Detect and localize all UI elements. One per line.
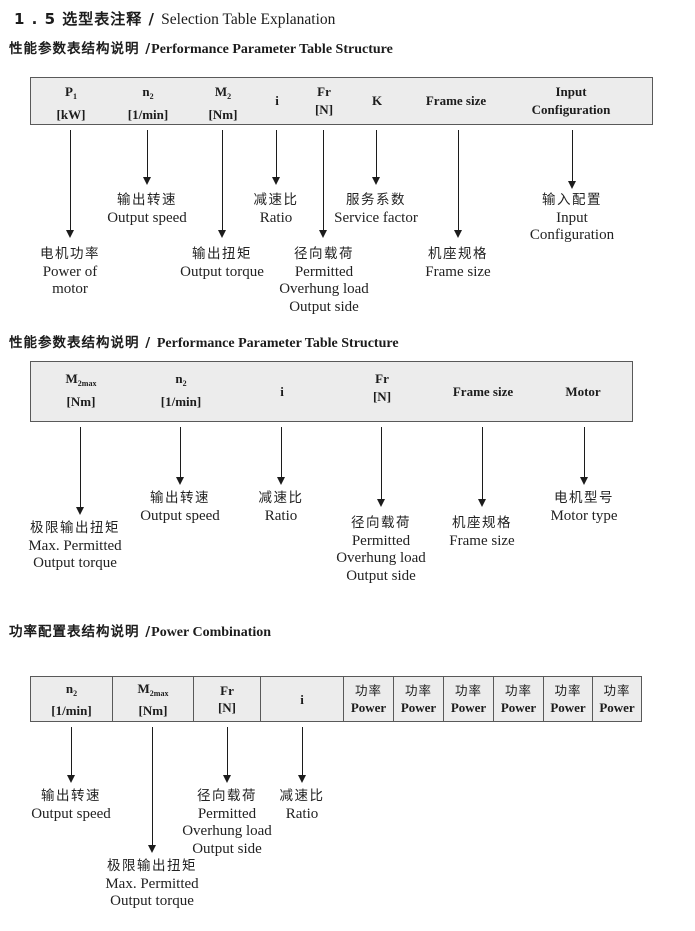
callout-max-permitted-output-torque: 极限输出扭矩 Max. Permitted Output torque — [28, 520, 122, 571]
callout-output-torque: 输出扭矩 Output torque — [180, 246, 264, 280]
table2-col-motor: Motor — [565, 383, 601, 399]
section2-heading-zh: 性能参数表结构说明 / — [9, 335, 157, 351]
header-p1: P — [65, 84, 73, 99]
table1-col-i: i — [275, 93, 279, 108]
callout-service-factor: 服务系数 Service factor — [334, 192, 418, 226]
table3-col-n2: n2 [1/min] — [31, 677, 113, 721]
header-m2: M — [214, 84, 228, 99]
header-m2-unit: [Nm] — [208, 107, 238, 122]
callout-output-speed: 输出转速 Output speed — [140, 490, 220, 524]
header-m2max: M — [65, 371, 78, 386]
arrow-i-icon — [277, 427, 285, 485]
performance-table-1: P1 [kW] n2 [1/min] M2 [Nm] i Fr [N] K Fr… — [30, 77, 653, 125]
section1-heading: 性能参数表结构说明 /Performance Parameter Table S… — [9, 37, 393, 58]
arrow-input-configuration-icon — [568, 130, 576, 189]
table3-col-fr: Fr [N] — [194, 677, 261, 721]
table1-col-m2: M2 [Nm] — [208, 84, 238, 122]
arrow-frame-size-icon — [454, 130, 462, 238]
callout-ratio: 减速比 Ratio — [258, 490, 304, 524]
callout-output-speed: 输出转速 Output speed — [31, 788, 111, 822]
table3-col-power-2: 功率 Power — [394, 677, 444, 721]
table2-col-i: i — [280, 383, 284, 399]
header-fr: Fr — [317, 84, 331, 99]
callout-overhung-load: 径向载荷 Permitted Overhung load Output side — [182, 788, 272, 857]
arrow-fr-icon — [223, 727, 231, 783]
arrow-n2-icon — [176, 427, 184, 485]
page-title-en: Selection Table Explanation — [161, 11, 336, 28]
arrow-fr-icon — [319, 130, 327, 238]
arrow-i-icon — [272, 130, 280, 185]
table3-col-power-6: 功率 Power — [599, 683, 635, 715]
header-m2max-unit: [Nm] — [66, 394, 96, 409]
arrow-frame-size-icon — [478, 427, 486, 507]
arrow-k-icon — [372, 130, 380, 185]
callout-power-of-motor: 电机功率 Power of motor — [40, 246, 100, 297]
section3-heading: 功率配置表结构说明 /Power Combination — [9, 620, 271, 641]
callout-input-configuration: 输入配置 Input Configuration — [529, 192, 615, 243]
table2-col-m2max: M2max [Nm] — [65, 371, 97, 409]
section3-heading-en: Power Combination — [151, 625, 272, 640]
table1-col-frame-size: Frame size — [425, 93, 487, 108]
table3-col-power-5: 功率 Power — [544, 677, 593, 721]
section2-heading: 性能参数表结构说明 / Performance Parameter Table … — [9, 331, 399, 352]
arrow-m2max-icon — [76, 427, 84, 515]
header-n2-unit: [1/min] — [127, 107, 169, 122]
arrow-p1-icon — [66, 130, 74, 238]
section3-heading-zh: 功率配置表结构说明 / — [9, 624, 152, 640]
arrow-i-icon — [298, 727, 306, 783]
arrow-n2-icon — [143, 130, 151, 185]
section2-heading-en: Performance Parameter Table Structure — [156, 336, 399, 351]
callout-frame-size: 机座规格 Frame size — [425, 246, 491, 280]
arrow-fr-icon — [377, 427, 385, 507]
table1-col-input-configuration: Input Configuration — [531, 84, 611, 117]
header-fr-unit: [N] — [314, 102, 334, 117]
table3-col-power-3: 功率 Power — [444, 677, 494, 721]
table3-col-power-1: 功率 Power — [344, 677, 394, 721]
page-title-zh: 1 . 5 选型表注释 / — [14, 10, 162, 28]
performance-table-2: M2max [Nm] n2 [1/min] i Fr [N] Frame siz… — [30, 361, 633, 422]
callout-overhung-load: 径向载荷 Permitted Overhung load Output side — [336, 515, 426, 584]
table3-col-i: i — [261, 677, 344, 721]
header-p1-unit: [kW] — [56, 107, 86, 122]
page-title: 1 . 5 选型表注释 / Selection Table Explanatio… — [14, 8, 335, 29]
table3-col-power-4: 功率 Power — [494, 677, 544, 721]
arrow-n2-icon — [67, 727, 75, 783]
callout-overhung-load: 径向载荷 Permitted Overhung load Output side — [279, 246, 369, 315]
section1-heading-zh: 性能参数表结构说明 / — [9, 41, 152, 57]
table2-col-n2: n2 [1/min] — [160, 371, 202, 409]
arrow-m2max-icon — [148, 727, 156, 853]
table1-col-fr: Fr [N] — [315, 83, 333, 119]
callout-max-permitted-output-torque: 极限输出扭矩 Max. Permitted Output torque — [105, 858, 199, 909]
table1-col-k: K — [371, 93, 383, 108]
callout-ratio: 减速比 Ratio — [253, 192, 299, 226]
table1-col-n2: n2 [1/min] — [127, 84, 169, 122]
callout-motor-type: 电机型号 Motor type — [550, 490, 618, 524]
callout-frame-size: 机座规格 Frame size — [449, 515, 515, 549]
table2-col-frame-size: Frame size — [452, 383, 514, 399]
table1-col-p1: P1 [kW] — [56, 84, 86, 122]
callout-output-speed: 输出转速 Output speed — [107, 192, 187, 226]
arrow-m2-icon — [218, 130, 226, 238]
table2-col-fr: Fr [N] — [372, 371, 392, 404]
power-combination-table: n2 [1/min] M2max [Nm] Fr [N] i 功率 Power … — [30, 676, 642, 722]
table3-col-m2max: M2max [Nm] — [113, 677, 194, 721]
header-n2: n — [142, 84, 150, 99]
section1-heading-en: Performance Parameter Table Structure — [151, 42, 393, 57]
arrow-motor-icon — [580, 427, 588, 485]
callout-ratio: 减速比 Ratio — [279, 788, 325, 822]
